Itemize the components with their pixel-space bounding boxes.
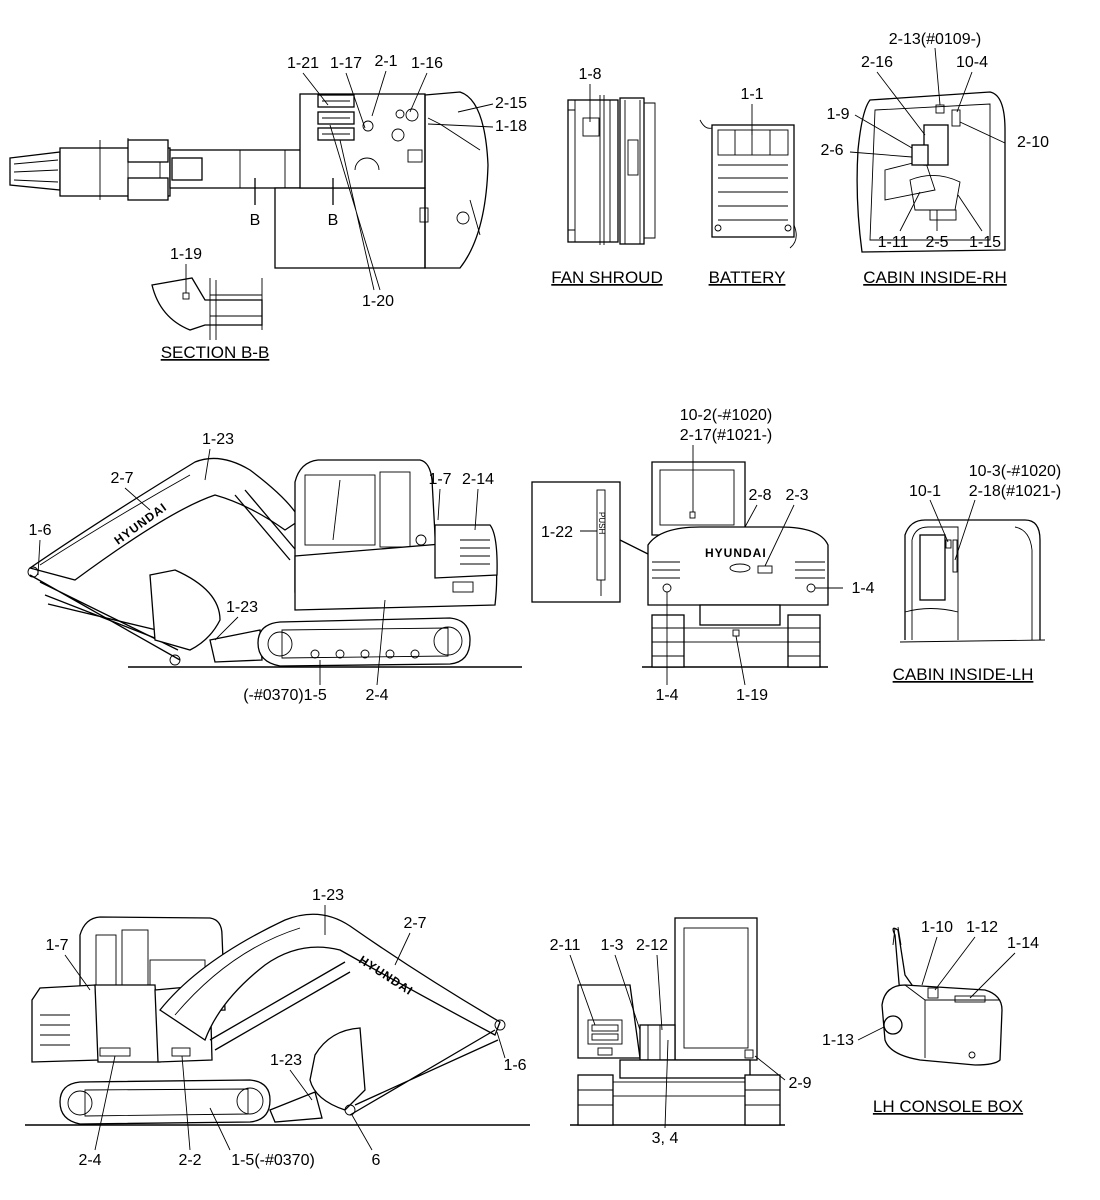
callout-2-14: 2-14 [462, 471, 494, 488]
callout-10-3: 10-3(-#1020) [969, 463, 1062, 480]
callout-2-10: 2-10 [1017, 134, 1049, 151]
side-view-2-drawing: HYUNDAI [31, 913, 506, 1125]
callout-1-23-boom-side-2: 1-23 [312, 887, 344, 904]
push-label: PUSH [597, 512, 606, 534]
title-section-bb: SECTION B-B [161, 343, 270, 362]
callout-1-13: 1-13 [822, 1032, 854, 1049]
callout-1-18: 1-18 [495, 118, 527, 135]
callout-2-12: 2-12 [636, 937, 668, 954]
cabin-inside-rh-drawing [856, 91, 1006, 253]
callout-1-6-side-2: 1-6 [503, 1057, 526, 1074]
callout-2-8: 2-8 [748, 487, 771, 504]
callout-1-7-side-2: 1-7 [45, 937, 68, 954]
callout-1-5-side-2: 1-5(-#0370) [231, 1152, 315, 1169]
callout-1-11: 1-11 [878, 234, 909, 251]
callout-1-21: 1-21 [287, 55, 319, 72]
section-bb-drawing [151, 277, 263, 340]
callout-1-6-side: 1-6 [28, 522, 51, 539]
callout-2-7-side-2: 2-7 [403, 915, 426, 932]
callout-1-8: 1-8 [578, 66, 601, 83]
title-lh-console-box: LH CONSOLE BOX [873, 1097, 1023, 1116]
section-marker-left: B [250, 212, 261, 229]
callout-2-3: 2-3 [785, 487, 808, 504]
callout-1-7-side: 1-7 [428, 471, 451, 488]
callout-10-4: 10-4 [956, 54, 988, 71]
callout-2-4-side-2: 2-4 [78, 1152, 101, 1169]
callout-2-9: 2-9 [788, 1075, 811, 1092]
callout-1-17: 1-17 [330, 55, 362, 72]
battery-drawing [699, 119, 797, 249]
callout-2-13: 2-13(#0109-) [889, 31, 982, 48]
callout-1-4-left: 1-4 [655, 687, 678, 704]
cabin-inside-lh-drawing [899, 519, 1046, 643]
callout-1-16: 1-16 [411, 55, 443, 72]
title-cabin-inside-lh: CABIN INSIDE-LH [893, 665, 1034, 684]
callout-1-19-section: 1-19 [170, 246, 202, 263]
callout-2-16: 2-16 [861, 54, 893, 71]
callout-2-2: 2-2 [178, 1152, 201, 1169]
callout-2-18: 2-18(#1021-) [969, 483, 1062, 500]
callout-1-19-rear: 1-19 [736, 687, 768, 704]
callout-1-23-boom-side: 1-23 [202, 431, 234, 448]
callout-2-4-side: 2-4 [365, 687, 388, 704]
section-marker-right: B [328, 212, 339, 229]
rear-view-drawing: HYUNDAI PUSH [531, 461, 829, 668]
lh-console-box-drawing [881, 926, 1003, 1066]
front-view-drawing [577, 917, 781, 1126]
callout-1-22: 1-22 [541, 524, 573, 541]
callout-10-1: 10-1 [909, 483, 941, 500]
callout-2-7-side: 2-7 [110, 470, 133, 487]
callout-1-15: 1-15 [969, 234, 1001, 251]
title-battery: BATTERY [709, 268, 786, 287]
callout-1-9: 1-9 [826, 106, 849, 123]
callout-6: 6 [372, 1152, 381, 1169]
callout-2-11: 2-11 [550, 937, 581, 954]
brand-decal-rear: HYUNDAI [705, 546, 767, 560]
callout-2-15: 2-15 [495, 95, 527, 112]
callout-1-23-bucket-side: 1-23 [226, 599, 258, 616]
callout-2-17: 2-17(#1021-) [680, 427, 773, 444]
callout-10-2: 10-2(-#1020) [680, 407, 773, 424]
callout-1-23-bucket-side-2: 1-23 [270, 1052, 302, 1069]
title-cabin-inside-rh: CABIN INSIDE-RH [863, 268, 1007, 287]
callout-1-3: 1-3 [600, 937, 623, 954]
callout-3-4: 3, 4 [652, 1130, 679, 1147]
callout-1-5-side: (-#0370)1-5 [243, 687, 327, 704]
fan-shroud-drawing [567, 95, 656, 245]
top-view-drawing [9, 91, 489, 269]
callout-1-1: 1-1 [740, 86, 763, 103]
callout-1-4-right: 1-4 [851, 580, 874, 597]
callout-1-14: 1-14 [1007, 935, 1039, 952]
callout-2-5: 2-5 [925, 234, 948, 251]
callout-1-20: 1-20 [362, 293, 394, 310]
callout-1-10: 1-10 [921, 919, 953, 936]
callout-1-12: 1-12 [966, 919, 998, 936]
title-fan-shroud: FAN SHROUD [551, 268, 662, 287]
callout-2-1: 2-1 [374, 53, 397, 70]
callout-2-6: 2-6 [820, 142, 843, 159]
side-view-drawing: HYUNDAI [27, 457, 498, 667]
